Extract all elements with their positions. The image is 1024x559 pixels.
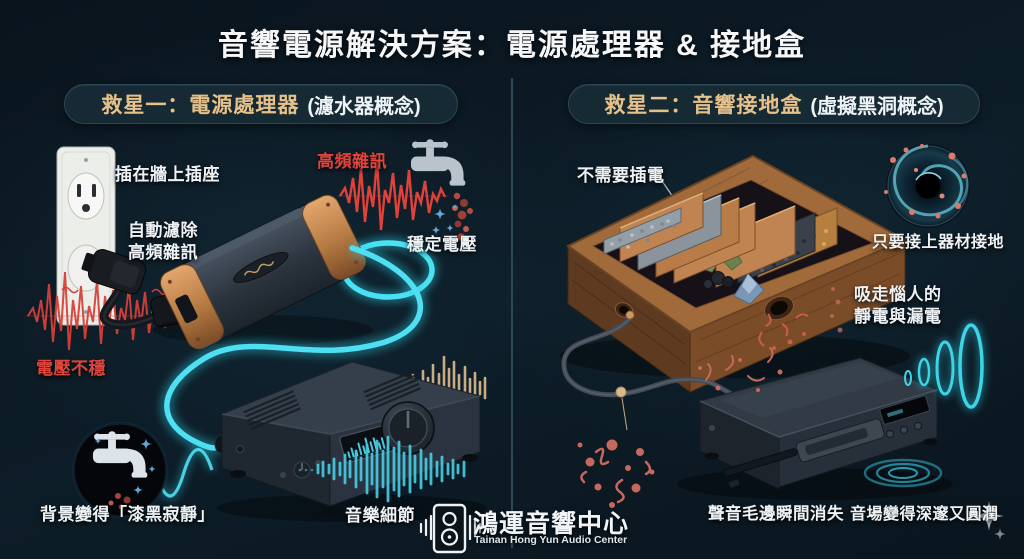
label-unstable-voltage: 電壓不穩	[36, 359, 106, 378]
panel2-header-note: (虛擬黑洞概念)	[810, 95, 944, 118]
page-title: 音響電源解決方案：電源處理器 & 接地盒	[217, 29, 807, 62]
faucet-icon	[410, 139, 466, 186]
black-hole-icon	[884, 144, 970, 228]
label-music-detail: 音樂細節	[345, 506, 415, 525]
static-noise-out	[758, 313, 809, 350]
amplifier-device	[214, 361, 487, 522]
label-absorb-static: 吸走惱人的 靜電與漏電	[854, 284, 942, 329]
cd-player-device	[677, 357, 953, 500]
brand-name-en: Tainan Hong Yun Audio Center	[474, 534, 628, 546]
label-auto-filter: 自動濾除 高頻雜訊	[128, 220, 198, 265]
label-edges-vanish: 聲音毛邊瞬間消失	[708, 505, 844, 523]
speaker-logo-icon	[419, 503, 482, 554]
grounding-box-device	[560, 154, 910, 393]
sound-arcs	[904, 321, 986, 411]
panel2-header: 救星二：音響接地盒 (虛擬黑洞概念)	[568, 84, 980, 124]
power-plug-cable	[81, 249, 207, 330]
panel1-header: 救星一：電源處理器 (濾水器概念)	[64, 84, 458, 124]
brand-name-zh: 鴻運音響中心	[473, 510, 630, 538]
dirty-drip-particles	[452, 192, 473, 241]
label-no-power-needed: 不需要插電	[577, 166, 665, 185]
label-deep-soundstage: 音場變得深邃又圓潤	[850, 506, 999, 523]
label-stable-voltage: 穩定電壓	[407, 235, 477, 254]
label-auto-filter-line1: 自動濾除	[128, 221, 198, 240]
panel1-header-main: 救星一：電源處理器	[101, 94, 300, 117]
quiet-faucet-badge-icon	[72, 422, 168, 518]
label-absorb-line2: 靜電與漏電	[854, 307, 942, 327]
label-silent-background: 背景變得「漆黑寂靜」	[40, 505, 215, 524]
mineral-plates	[603, 192, 838, 305]
label-connect-ground: 只要接上器材接地	[872, 234, 1005, 251]
label-absorb-line1: 吸走惱人的	[854, 285, 942, 304]
noise-waveform-top	[338, 159, 448, 231]
cyan-eq-bars	[298, 435, 466, 503]
panel1-header-note: (濾水器概念)	[307, 95, 421, 118]
sound-ripples	[863, 458, 943, 488]
static-particles	[577, 287, 843, 508]
label-high-freq-noise: 高頻雜訊	[317, 152, 387, 171]
static-over-player	[698, 347, 783, 392]
panel2-header-main: 救星二：音響接地盒	[604, 94, 803, 117]
label-auto-filter-line2: 高頻雜訊	[128, 243, 198, 263]
amp-volume-knob	[381, 401, 435, 455]
label-wall-socket: 插在牆上插座	[115, 165, 220, 184]
power-processor-device	[153, 194, 373, 350]
